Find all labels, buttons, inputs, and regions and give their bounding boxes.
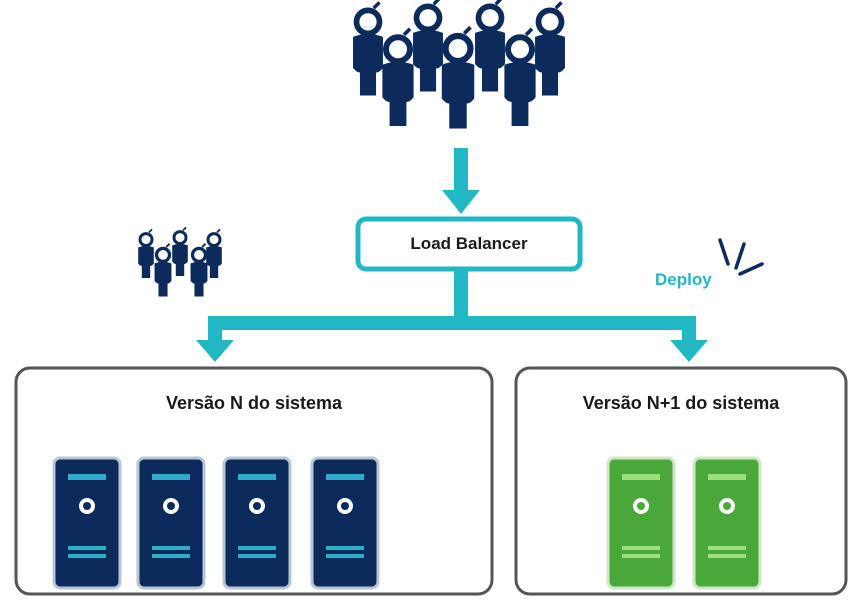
deploy-label: Deploy bbox=[655, 270, 712, 289]
version-n1-box bbox=[514, 366, 848, 596]
server-icon bbox=[136, 456, 206, 590]
arrow-crowd-to-lb bbox=[442, 148, 480, 214]
server-icon bbox=[692, 456, 762, 590]
server-icon bbox=[606, 456, 676, 590]
version-n-title: Versão N do sistema bbox=[165, 393, 343, 413]
small-users-group-icon bbox=[136, 225, 224, 299]
server-icon bbox=[222, 456, 292, 590]
users-group-icon bbox=[353, 0, 565, 128]
load-balancer-box bbox=[355, 216, 583, 272]
spark-icon bbox=[718, 238, 764, 276]
version-n1-title: Versão N+1 do sistema bbox=[582, 393, 780, 413]
distribution-arrows bbox=[196, 270, 708, 362]
server-icon bbox=[52, 456, 122, 590]
load-balancer-label: Load Balancer bbox=[410, 234, 528, 253]
server-icon bbox=[310, 456, 380, 590]
